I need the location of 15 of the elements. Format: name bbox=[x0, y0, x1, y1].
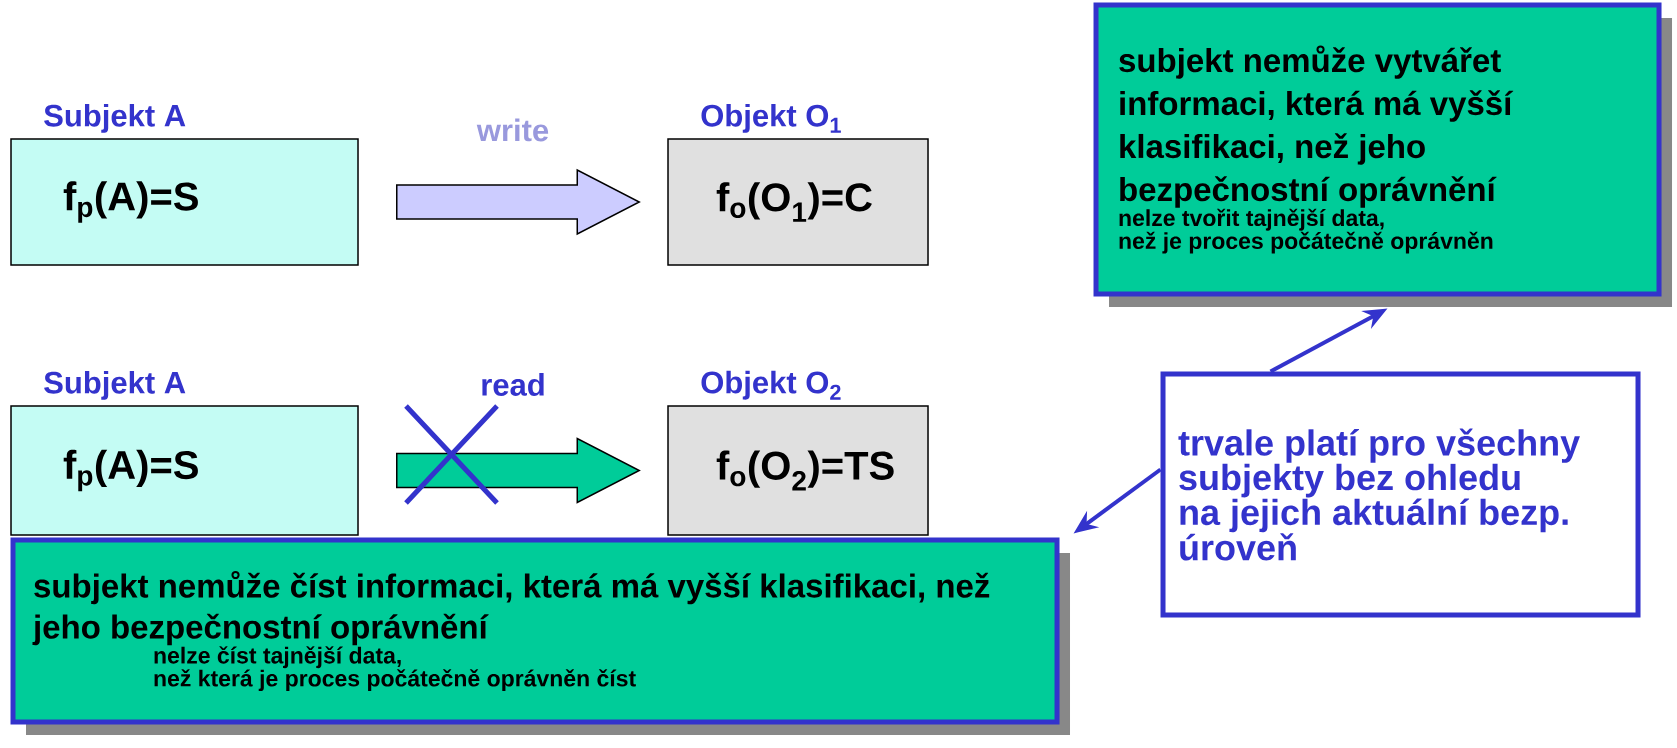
process-box: f$_{p}$(A)=S bbox=[10, 138, 359, 266]
block-arrow bbox=[396, 168, 641, 236]
process-box: f$_{o}$(O$_{1}$)=C bbox=[667, 138, 929, 266]
process-box: f$_{o}$(O$_{2}$)=TS bbox=[667, 405, 929, 536]
block-arrow bbox=[396, 437, 641, 504]
edge-label: write bbox=[476, 118, 549, 142]
edge-label: read bbox=[482, 373, 544, 396]
note-box: subjekt nemůže číst informaci, která má vyšší klasifikaci, než jeho bezpečnostní oprávnění nelze číst tajnější data, než která je proces počátečně oprávněn číst bbox=[10, 537, 1070, 735]
callout-box: trvale platí pro všechny subjekty bez ohledu na jejich aktuální bezp. úroveň bbox=[1160, 371, 1641, 618]
heading: Subjekt A bbox=[44, 103, 186, 133]
process-box: f$_{p}$(A)=S bbox=[10, 405, 359, 536]
note-box: subjekt nemůže vytvářet informaci, která má vyšší klasifikaci, než jeho bezpečnostní oprávnění nelze tvořit tajnější data, než je proces počátečně oprávněn bbox=[1093, 2, 1672, 307]
heading: Objekt O$_{2}$ bbox=[701, 370, 841, 400]
heading: Subjekt A bbox=[44, 370, 186, 400]
heading: Objekt O$_{1}$ bbox=[701, 103, 841, 133]
